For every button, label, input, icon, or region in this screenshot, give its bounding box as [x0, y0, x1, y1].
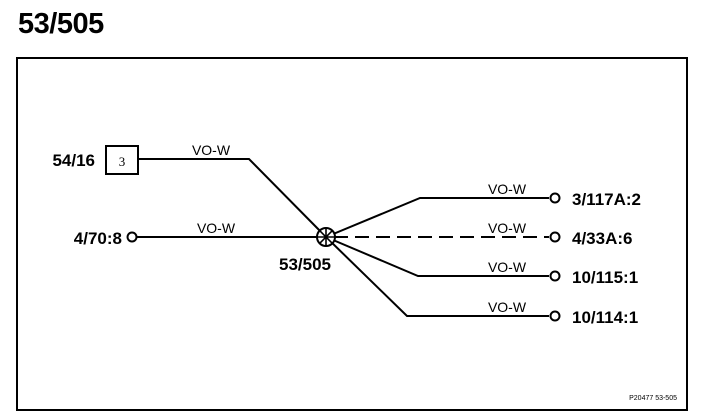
terminal-label: 4/70:8	[74, 229, 122, 248]
figure-reference: P20477 53-505	[629, 395, 677, 402]
terminal-circle-10-115-1	[549, 270, 561, 282]
wire-10-115-1	[325, 236, 549, 277]
wire-10-114-1	[325, 236, 549, 317]
connector-pin-number: 3	[119, 154, 126, 169]
page-title: 53/505	[18, 8, 104, 40]
terminal-label: 54/16	[52, 151, 95, 170]
connector-box	[105, 145, 139, 175]
terminal-circle-10-114-1	[549, 310, 561, 322]
wire-54-16	[138, 158, 327, 238]
wire-label: VO-W	[488, 259, 527, 275]
wire-3-117a-2	[325, 197, 549, 238]
wire-label: VO-W	[197, 220, 236, 236]
terminal-label: 10/115:1	[572, 268, 638, 287]
terminal-label: 10/114:1	[572, 308, 638, 327]
terminal-label: 4/33A:6	[572, 229, 632, 248]
splice-label: 53/505	[279, 255, 331, 274]
wire-label: VO-W	[192, 142, 231, 158]
terminal-circle-3-117a-2	[549, 192, 561, 204]
splice-icon	[316, 227, 336, 247]
wire-label: VO-W	[488, 299, 527, 315]
terminal-label: 3/117A:2	[572, 190, 641, 209]
wire-label: VO-W	[488, 220, 527, 236]
wire-label: VO-W	[488, 181, 527, 197]
diagram-frame	[16, 57, 688, 411]
terminal-circle-4-33a-6	[549, 231, 561, 243]
terminal-circle-4-70-8	[126, 231, 138, 243]
